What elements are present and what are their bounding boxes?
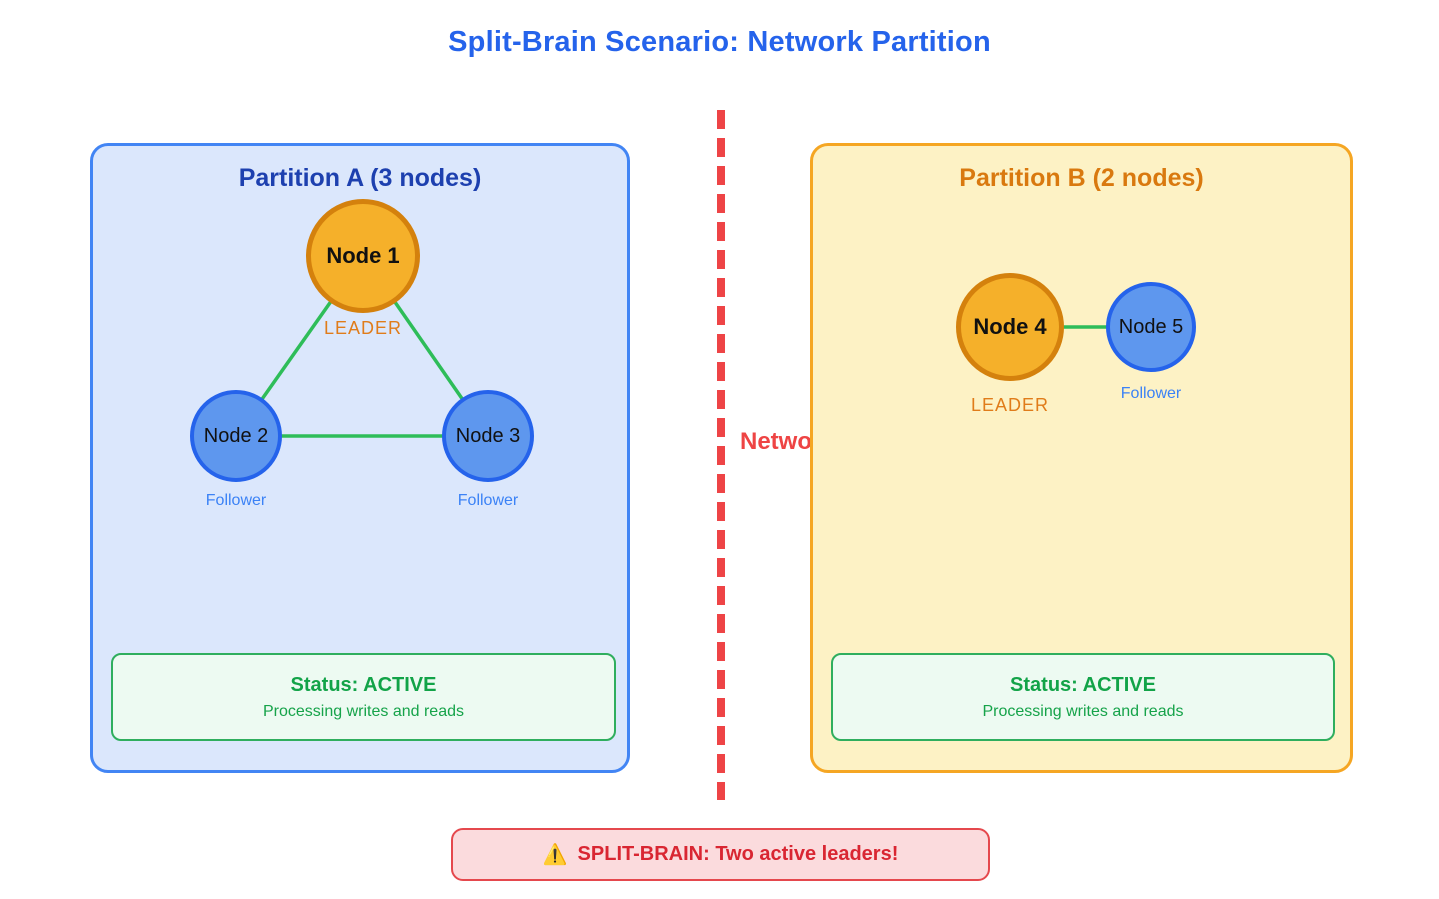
node-4-label: Node 4 — [973, 314, 1047, 339]
page-title: Split-Brain Scenario: Network Partition — [448, 26, 991, 58]
node-4: Node 4 — [956, 273, 1064, 381]
node-5: Node 5 — [1106, 282, 1196, 372]
node-2-label: Node 2 — [203, 424, 269, 447]
node-3: Node 3 — [442, 390, 534, 482]
warning-text: SPLIT-BRAIN: Two active leaders! — [577, 843, 899, 865]
partition-b-header: Partition B (2 nodes) — [959, 164, 1204, 192]
partition-a-status-subtitle: Processing writes and reads — [263, 702, 464, 720]
partition-b-status-subtitle: Processing writes and reads — [982, 702, 1184, 720]
node-1: Node 1 — [306, 199, 420, 313]
partition-b-box: Partition B (2 nodes) Node 4 LEADER Node… — [810, 143, 1353, 773]
node-2-role-label: Follower — [205, 492, 267, 509]
node-4-role-label: LEADER — [970, 395, 1050, 415]
partition-a-status-title: Status: ACTIVE — [290, 673, 437, 696]
network-partition-divider-line — [717, 110, 725, 800]
node-2: Node 2 — [190, 390, 282, 482]
partition-a-box: Partition A (3 nodes) Node 1 LEADER Node… — [90, 143, 630, 773]
node-1-label: Node 1 — [326, 243, 400, 268]
node-3-label: Node 3 — [455, 424, 521, 447]
node-5-role-label: Follower — [1120, 385, 1182, 402]
split-brain-warning-banner: ⚠️ SPLIT-BRAIN: Two active leaders! — [451, 828, 990, 881]
partition-b-status-title: Status: ACTIVE — [1010, 673, 1156, 696]
node-5-label: Node 5 — [1118, 315, 1184, 338]
warning-icon: ⚠️ — [542, 843, 568, 866]
partition-b-status-box: Status: ACTIVE Processing writes and rea… — [831, 653, 1335, 741]
partition-a-header: Partition A (3 nodes) — [238, 164, 482, 192]
partition-a-status-box: Status: ACTIVE Processing writes and rea… — [111, 653, 616, 741]
node-3-role-label: Follower — [457, 492, 519, 509]
node-1-role-label: LEADER — [323, 318, 403, 338]
